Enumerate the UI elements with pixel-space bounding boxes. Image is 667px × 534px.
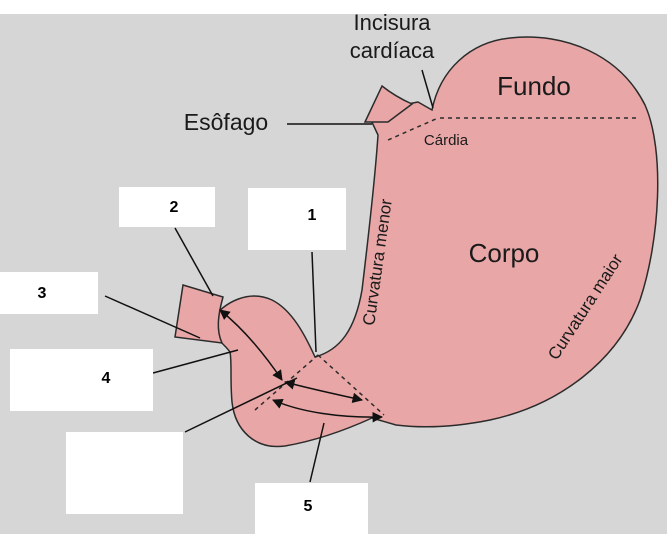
stomach-shape xyxy=(209,36,659,448)
lower-antrum-arrow xyxy=(272,399,384,423)
esofago-label: Esôfago xyxy=(184,109,268,135)
answer-box-3[interactable]: 3 xyxy=(0,272,98,314)
answer-box-number: 4 xyxy=(102,370,111,387)
answer-box-number: 3 xyxy=(38,285,47,302)
answer-box-number: 1 xyxy=(308,207,317,224)
leader-line-5 xyxy=(309,422,325,483)
leader-line-3 xyxy=(104,295,201,339)
answer-box-5[interactable]: 5 xyxy=(255,483,368,534)
esophagus-shape xyxy=(363,84,414,123)
corpo-label: Corpo xyxy=(469,238,540,268)
leader-line-1 xyxy=(311,251,317,353)
answer-box-number: 5 xyxy=(304,498,313,515)
incisura-label-line1: Incisura xyxy=(353,10,431,35)
leader-line-2 xyxy=(174,227,214,297)
upper-antrum-arrow xyxy=(283,379,364,404)
fundo-label: Fundo xyxy=(497,71,571,101)
leader-line-blank xyxy=(184,377,298,433)
answer-box-4[interactable]: 4 xyxy=(10,349,153,411)
answer-box-blank[interactable] xyxy=(66,432,183,514)
incisura-pointer-line xyxy=(421,69,434,109)
answer-box-2[interactable]: 2 xyxy=(119,187,215,227)
pyloric-canal-arrow xyxy=(219,309,283,381)
answer-box-number: 2 xyxy=(170,199,179,216)
leader-line-4 xyxy=(152,349,239,374)
cardia-divider-line xyxy=(387,117,439,141)
cardia-label: Cárdia xyxy=(424,132,469,149)
answer-box-1[interactable]: 1 xyxy=(248,188,346,250)
incisura-label-line2: cardíaca xyxy=(350,38,435,63)
